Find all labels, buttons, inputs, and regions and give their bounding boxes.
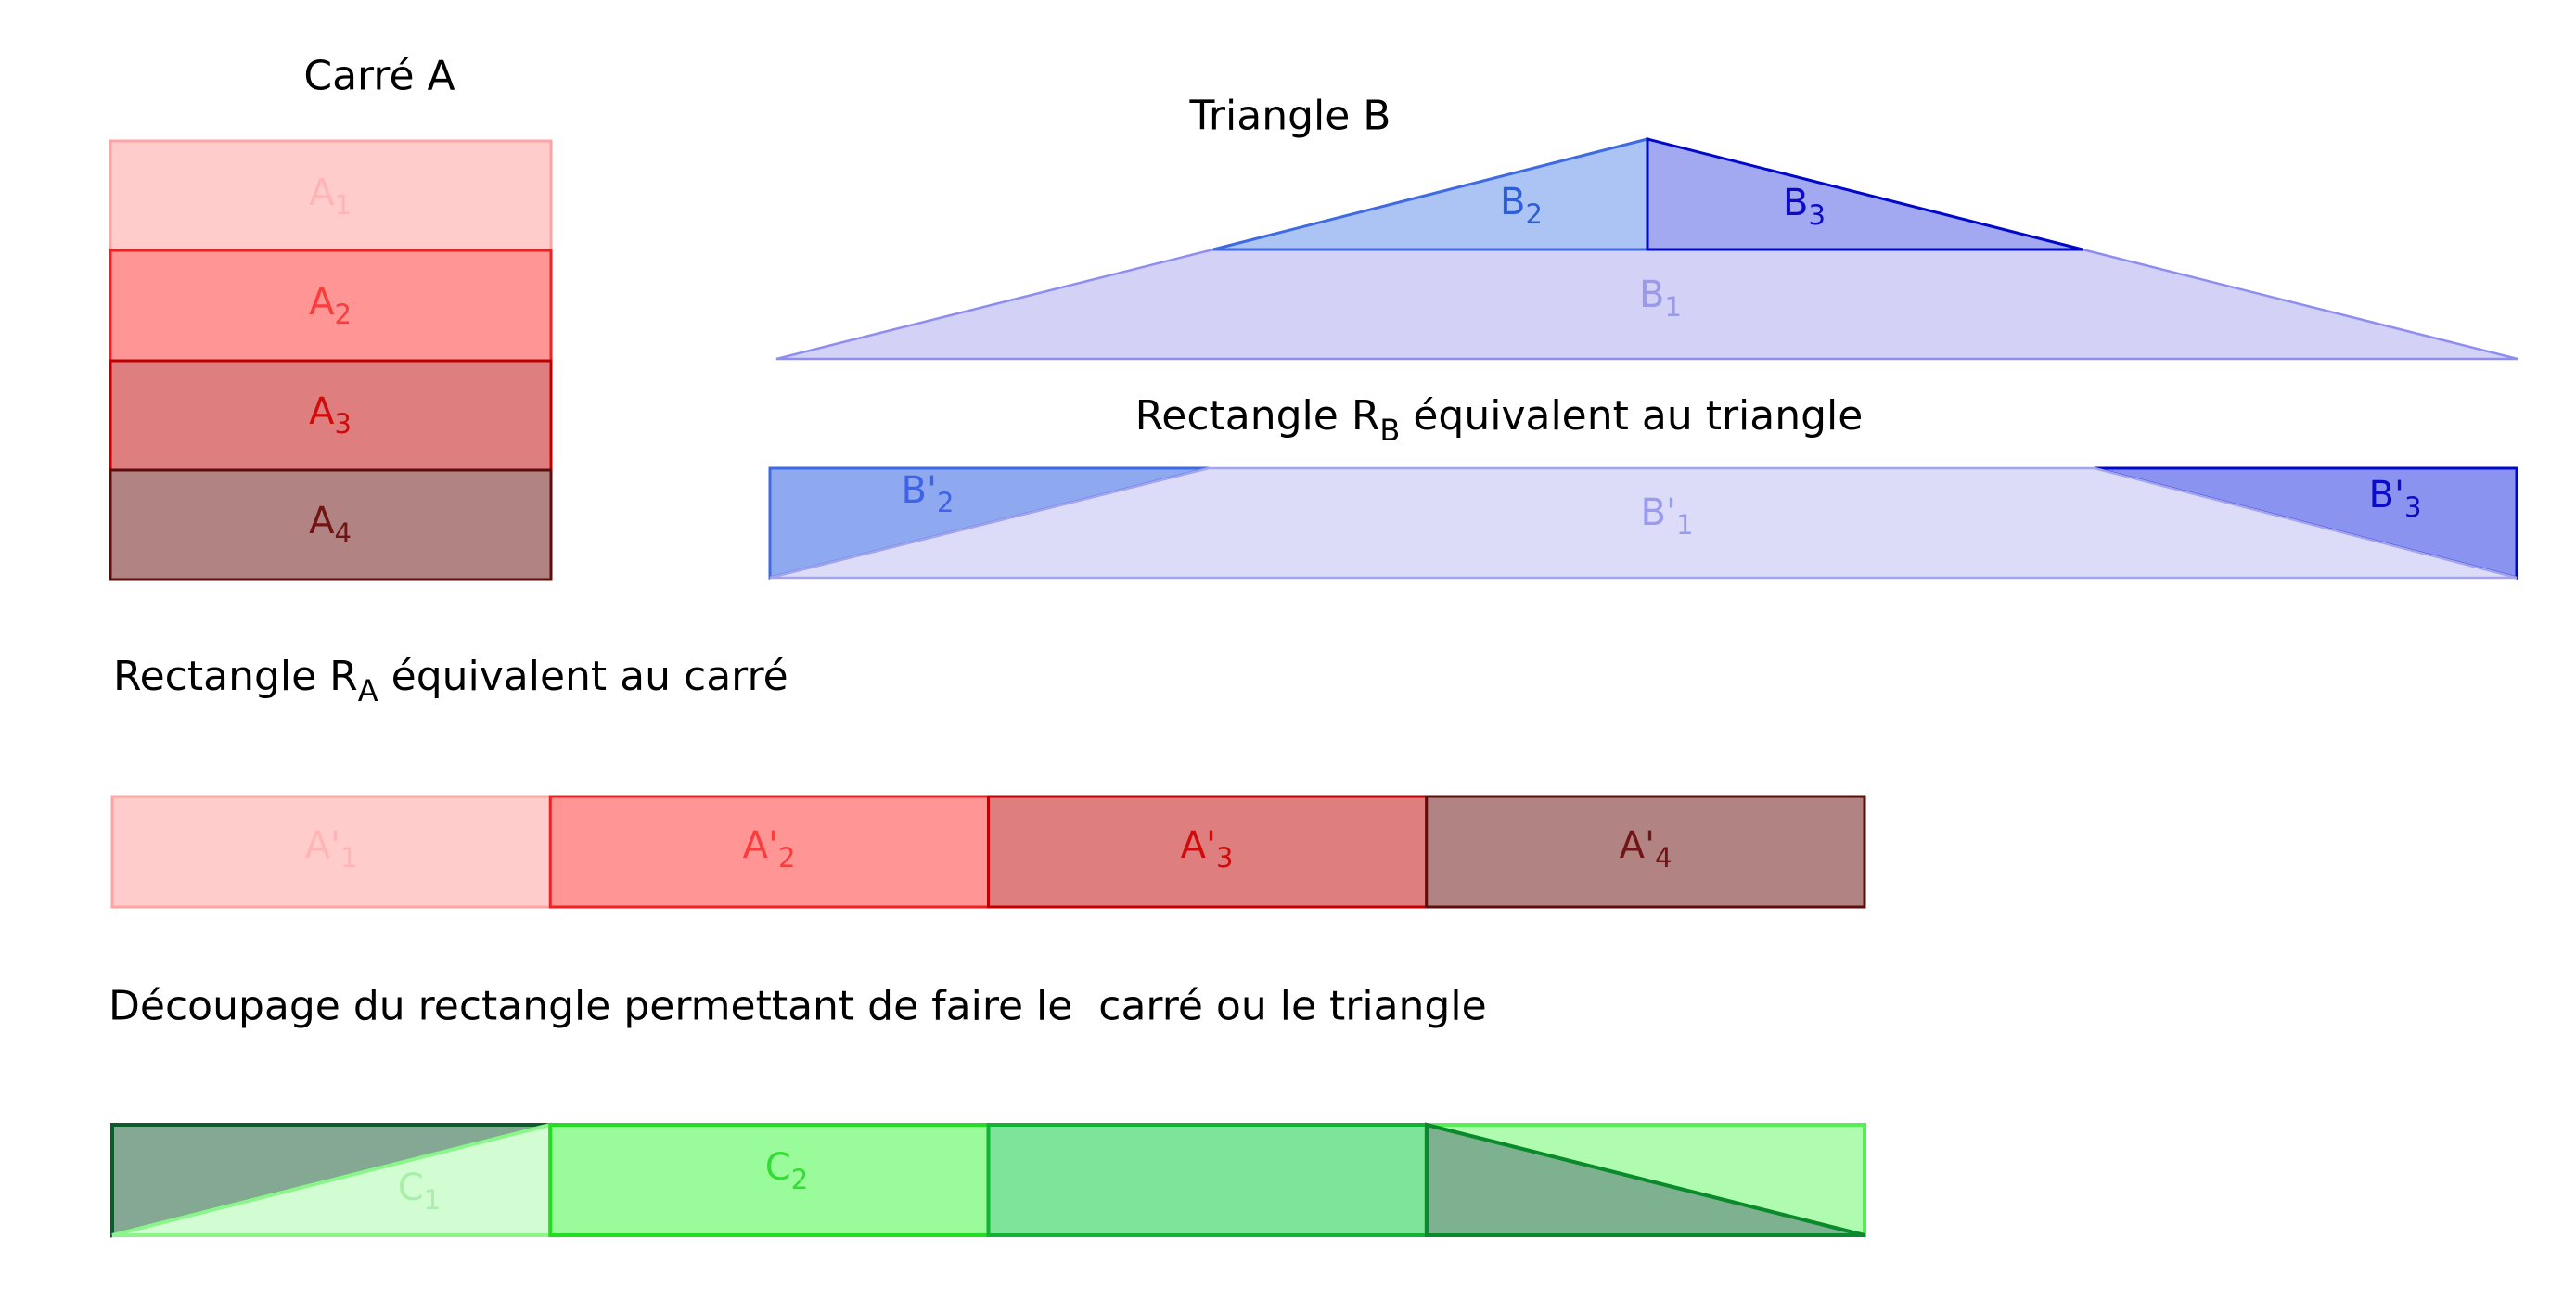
label-a3-prime-main: A'	[1180, 824, 1216, 868]
label-a4-sub: 4	[334, 517, 352, 549]
label-a3: A3	[309, 393, 352, 438]
label-c1-sub: 1	[423, 1183, 442, 1216]
label-c1: C1	[398, 1169, 441, 1214]
square-strip-a2	[109, 249, 553, 363]
label-a1-main: A	[309, 172, 335, 215]
label-b3: B3	[1783, 185, 1826, 229]
decoupage-piece-c3	[986, 1123, 1429, 1237]
label-b1-sub: 1	[1664, 290, 1682, 323]
label-a4: A4	[309, 503, 352, 547]
label-a2-main: A	[309, 281, 335, 325]
label-a1-prime-sub: 1	[340, 841, 358, 874]
triangle-piece-b3	[1646, 137, 2083, 251]
label-b2-sub: 2	[1525, 198, 1543, 230]
label-a3-sub: 3	[334, 407, 352, 440]
label-b2-prime: B'2	[902, 472, 955, 517]
label-b1-prime: B'1	[1641, 494, 1694, 539]
rect-ra-caption-post: équivalent au carré	[378, 652, 788, 700]
square-strip-a3	[109, 359, 553, 472]
label-b1-main: B	[1639, 274, 1665, 317]
label-b2-prime-sub: 2	[936, 486, 955, 518]
decoupage-piece-c2	[548, 1123, 991, 1237]
label-a1: A1	[309, 174, 352, 219]
label-a2-prime-sub: 2	[777, 841, 796, 874]
label-a1-sub: 1	[334, 188, 352, 221]
rect-ra	[110, 795, 1866, 909]
decoupage-piece-c4-dark	[1425, 1122, 1865, 1237]
label-a1-prime-main: A'	[304, 824, 340, 868]
label-a2-prime-main: A'	[742, 824, 778, 868]
label-a2-prime: A'2	[743, 827, 796, 872]
square-title: Carré A	[303, 52, 455, 100]
triangle-piece-b2	[1212, 137, 1649, 251]
label-b1-prime-main: B'	[1640, 491, 1676, 535]
label-b3-main: B	[1783, 182, 1809, 225]
label-a3-prime: A'3	[1181, 827, 1234, 872]
rect-ra-segment-a4p	[1425, 795, 1866, 909]
label-b2: B2	[1500, 184, 1543, 228]
label-a4-prime: A'4	[1620, 827, 1672, 872]
label-b3-prime-sub: 3	[2403, 491, 2422, 523]
square-strip-a1	[109, 139, 553, 252]
square-strip-a4	[109, 468, 553, 581]
decoupage-caption: Découpage du rectangle permettant de fai…	[109, 982, 1487, 1030]
label-b3-sub: 3	[1808, 198, 1826, 231]
rect-rb-title-pre: Rectangle R	[1134, 391, 1380, 440]
rect-ra-caption: Rectangle RA équivalent au carré	[113, 653, 788, 708]
rect-ra-caption-pre: Rectangle R	[113, 652, 358, 700]
label-a3-main: A	[309, 390, 335, 434]
label-b3-prime-main: B'	[2368, 474, 2404, 517]
label-a1-prime: A'1	[305, 827, 358, 872]
rect-ra-segment-a1p	[110, 795, 552, 909]
rect-rb-title-post: équivalent au triangle	[1400, 391, 1864, 440]
label-b1: B1	[1639, 276, 1682, 321]
label-a2-sub: 2	[334, 298, 352, 330]
label-b1-prime-sub: 1	[1675, 508, 1694, 541]
rect-rb	[768, 466, 2518, 580]
decoupage-rect	[110, 1122, 1866, 1238]
label-a4-main: A	[309, 500, 335, 543]
rect-rb-title-subscript: B	[1379, 413, 1401, 449]
label-c1-main: C	[397, 1167, 424, 1210]
rect-ra-segment-a3p	[987, 795, 1429, 909]
label-c2-main: C	[764, 1146, 791, 1190]
triangle-b	[775, 137, 2518, 361]
rect-rb-piece-b1p	[769, 466, 2518, 580]
label-c2-sub: 2	[790, 1163, 809, 1195]
label-a4-prime-main: A'	[1619, 824, 1655, 868]
label-b2-prime-main: B'	[901, 469, 937, 513]
label-c2: C2	[765, 1149, 808, 1193]
label-b2-main: B	[1500, 181, 1526, 224]
triangle-title: Triangle B	[1189, 92, 1391, 140]
rect-ra-caption-subscript: A	[357, 673, 378, 709]
rect-ra-segment-a2p	[548, 795, 990, 909]
label-b3-prime: B'3	[2369, 477, 2422, 521]
label-a3-prime-sub: 3	[1215, 841, 1234, 874]
label-a2: A2	[309, 284, 352, 328]
square-a	[109, 139, 553, 581]
rect-rb-title: Rectangle RB équivalent au triangle	[1135, 392, 1864, 448]
label-a4-prime-sub: 4	[1654, 841, 1672, 874]
